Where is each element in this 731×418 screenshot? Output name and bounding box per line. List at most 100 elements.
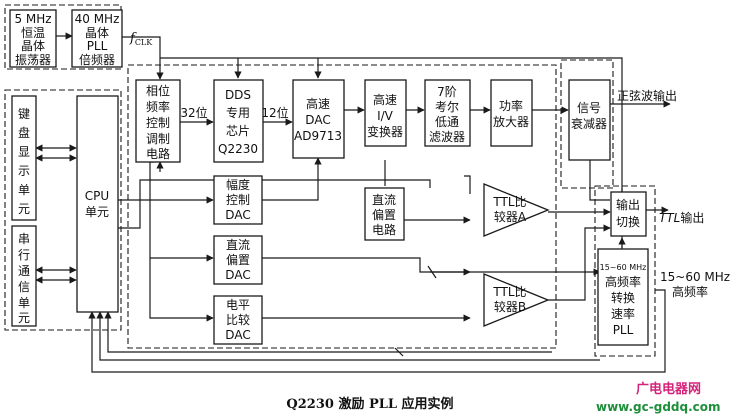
hf-output-label-line1: 15~60 MHz — [660, 270, 730, 284]
svg-text:恒温: 恒温 — [21, 26, 45, 40]
svg-text:DAC: DAC — [225, 328, 250, 342]
svg-text:7阶: 7阶 — [437, 85, 457, 99]
svg-text:偏置: 偏置 — [372, 207, 396, 222]
watermark-name: 广电电器网 — [636, 381, 701, 397]
svg-text:较器B: 较器B — [494, 299, 526, 314]
watermark-url: www.gc-gddq.com — [596, 400, 721, 414]
ttl-comparator-a: TTL比 较器A — [483, 183, 550, 237]
svg-text:电路: 电路 — [146, 146, 170, 161]
svg-text:串: 串 — [18, 232, 30, 246]
svg-text:功率: 功率 — [499, 98, 523, 113]
svg-text:调制: 调制 — [146, 132, 170, 146]
keyboard-display-block: 键 盘 显 示 单 元 — [11, 95, 37, 221]
level-compare-dac-block: 电平 比较 DAC — [213, 295, 263, 345]
serial-comm-block: 串 行 通 信 单 元 — [11, 225, 37, 327]
iv-converter-block: 高速 I/V 变换器 — [364, 79, 407, 147]
svg-text:40 MHz: 40 MHz — [75, 12, 120, 26]
svg-text:显: 显 — [18, 145, 30, 159]
figure-caption: Q2230 激励 PLL 应用实例 — [286, 396, 453, 412]
svg-text:振荡器: 振荡器 — [15, 53, 51, 67]
svg-text:信: 信 — [18, 280, 30, 294]
svg-text:较器A: 较器A — [494, 209, 527, 224]
control-group — [4, 89, 122, 331]
svg-text:控制: 控制 — [226, 193, 250, 207]
svg-text:DDS: DDS — [225, 88, 251, 102]
ttl-comparator-b: TTL比 较器B — [483, 273, 550, 327]
svg-text:电路: 电路 — [372, 222, 396, 237]
svg-text:PLL: PLL — [613, 323, 634, 337]
svg-text:Q2230: Q2230 — [218, 142, 258, 156]
cpu-to-dcbias-line — [118, 179, 431, 229]
svg-text:DAC: DAC — [305, 113, 330, 127]
svg-text:直流: 直流 — [372, 193, 396, 207]
svg-text:频率: 频率 — [146, 99, 170, 114]
svg-text:单元: 单元 — [85, 205, 109, 219]
svg-text:速率: 速率 — [611, 306, 635, 321]
svg-text:控制: 控制 — [146, 116, 170, 130]
svg-text:放大器: 放大器 — [493, 114, 529, 129]
svg-text:CPU: CPU — [85, 189, 109, 203]
amplitude-dac-block: 幅度 控制 DAC — [213, 175, 263, 225]
phase-freq-control-block: 相位 频率 控制 调制 电路 — [135, 79, 181, 163]
svg-text:示: 示 — [18, 164, 30, 178]
svg-text:电平: 电平 — [226, 298, 250, 312]
svg-text:TTL比: TTL比 — [492, 285, 526, 299]
bus-slash-1 — [394, 347, 404, 357]
bus-slash-2 — [427, 265, 437, 279]
svg-text:元: 元 — [18, 202, 30, 216]
high-freq-pll-block: 15~60 MHz 高频率 转换 速率 PLL — [597, 248, 649, 346]
svg-text:元: 元 — [18, 311, 30, 325]
svg-text:键: 键 — [18, 107, 30, 121]
svg-text:考尔: 考尔 — [435, 99, 459, 114]
svg-text:输出: 输出 — [616, 197, 640, 212]
svg-text:盘: 盘 — [18, 125, 30, 140]
oscillator-5mhz-block: 5 MHz 恒温 晶体 振荡器 — [9, 9, 57, 68]
svg-text:倍频器: 倍频器 — [79, 52, 115, 67]
cpu-block: CPU 单元 — [76, 95, 119, 313]
svg-text:比较: 比较 — [226, 312, 250, 327]
dds-chip-block: DDS 专用 芯片 Q2230 — [213, 79, 264, 163]
feedback-line-1 — [88, 289, 666, 373]
svg-text:高速: 高速 — [306, 96, 330, 111]
svg-text:DAC: DAC — [225, 268, 250, 282]
svg-text:通: 通 — [18, 264, 30, 278]
svg-text:衰减器: 衰减器 — [571, 116, 607, 131]
svg-text:行: 行 — [18, 248, 30, 262]
svg-text:单: 单 — [18, 183, 30, 197]
sine-output-label: 正弦波输出 — [617, 88, 677, 103]
ampdac-to-dac-line — [262, 157, 322, 201]
signal-attenuator-block: 信号 衰减器 — [568, 79, 611, 161]
pll-40mhz-block: 40 MHz 晶体 PLL 倍频器 — [71, 9, 123, 68]
bus12-label: 12位 — [261, 105, 288, 120]
svg-text:TTL比: TTL比 — [492, 195, 526, 209]
ttl-output-label: TTL输出 — [659, 210, 704, 225]
output-switch-block: 输出 切换 — [610, 191, 647, 237]
svg-text:晶体: 晶体 — [85, 26, 109, 40]
dcdac-line — [262, 257, 471, 276]
signal-to-cmpa-line — [464, 175, 471, 194]
svg-text:AD9713: AD9713 — [294, 129, 342, 143]
cmpb-to-switch-line — [548, 224, 611, 301]
svg-text:偏置: 偏置 — [226, 252, 250, 267]
svg-text:芯片: 芯片 — [226, 124, 250, 138]
bus32-label: 32位 — [180, 105, 207, 120]
sine-to-switch-line — [589, 160, 610, 201]
svg-text:单: 单 — [18, 296, 30, 310]
svg-text:相位: 相位 — [146, 83, 170, 98]
high-speed-dac-block: 高速 DAC AD9713 — [292, 79, 345, 159]
svg-text:直流: 直流 — [226, 238, 250, 252]
svg-text:高频率: 高频率 — [605, 274, 641, 289]
cpu-to-dcdac-line — [149, 200, 214, 262]
dds-core-group — [127, 64, 557, 349]
svg-text:低通: 低通 — [435, 115, 459, 129]
svg-text:专用: 专用 — [226, 105, 250, 120]
dc-bias-circuit-block: 直流 偏置 电路 — [364, 187, 405, 241]
cpu-to-lvldac-line — [149, 258, 214, 322]
svg-text:DAC: DAC — [225, 208, 250, 222]
svg-text:晶体: 晶体 — [21, 39, 45, 53]
svg-text:5 MHz: 5 MHz — [14, 12, 51, 26]
svg-text:变换器: 变换器 — [367, 124, 403, 139]
svg-text:I/V: I/V — [377, 109, 394, 123]
lowpass-filter-block: 7阶 考尔 低通 滤波器 — [424, 79, 471, 147]
